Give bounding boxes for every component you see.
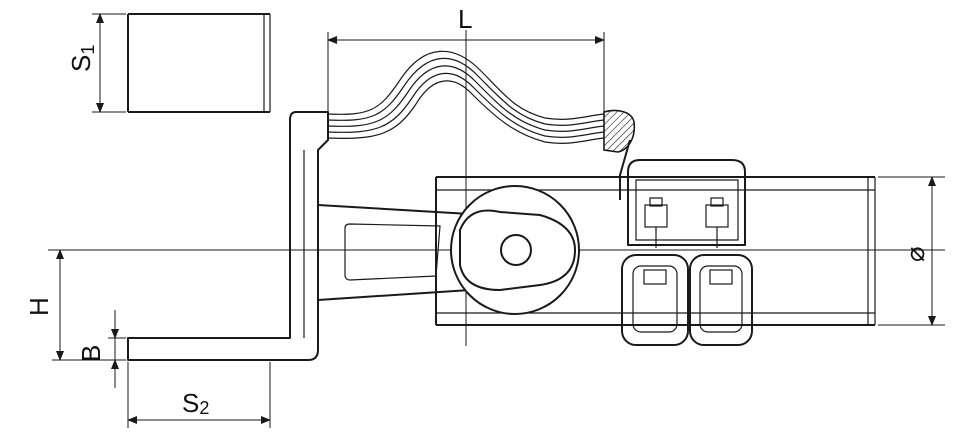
clamp-arm: [317, 204, 471, 301]
s1-dimension: S1: [66, 13, 126, 113]
diameter-dimension: ⌀: [878, 176, 945, 326]
l-dimension: L: [327, 4, 605, 112]
conductor-pipe: [435, 176, 876, 326]
bolt-right: [705, 197, 729, 248]
braid-terminal: [603, 109, 636, 153]
flexible-braid: [327, 50, 636, 200]
s1-label: S1: [66, 45, 98, 72]
l-label: L: [458, 4, 472, 34]
s2-dimension: S2: [127, 362, 271, 428]
u-bolts: [621, 254, 753, 346]
pivot-disc: [450, 185, 580, 315]
h-label: H: [24, 297, 54, 316]
b-label: B: [76, 345, 106, 362]
b-dimension: B: [76, 310, 126, 388]
pipe-clamp-block: [627, 159, 746, 248]
bolt-left: [644, 197, 668, 248]
braid-cross-section: [127, 13, 271, 113]
angle-bracket: [127, 111, 329, 361]
diameter-label: ⌀: [900, 246, 930, 262]
h-dimension: H: [24, 249, 126, 361]
s2-label: S2: [182, 388, 209, 418]
